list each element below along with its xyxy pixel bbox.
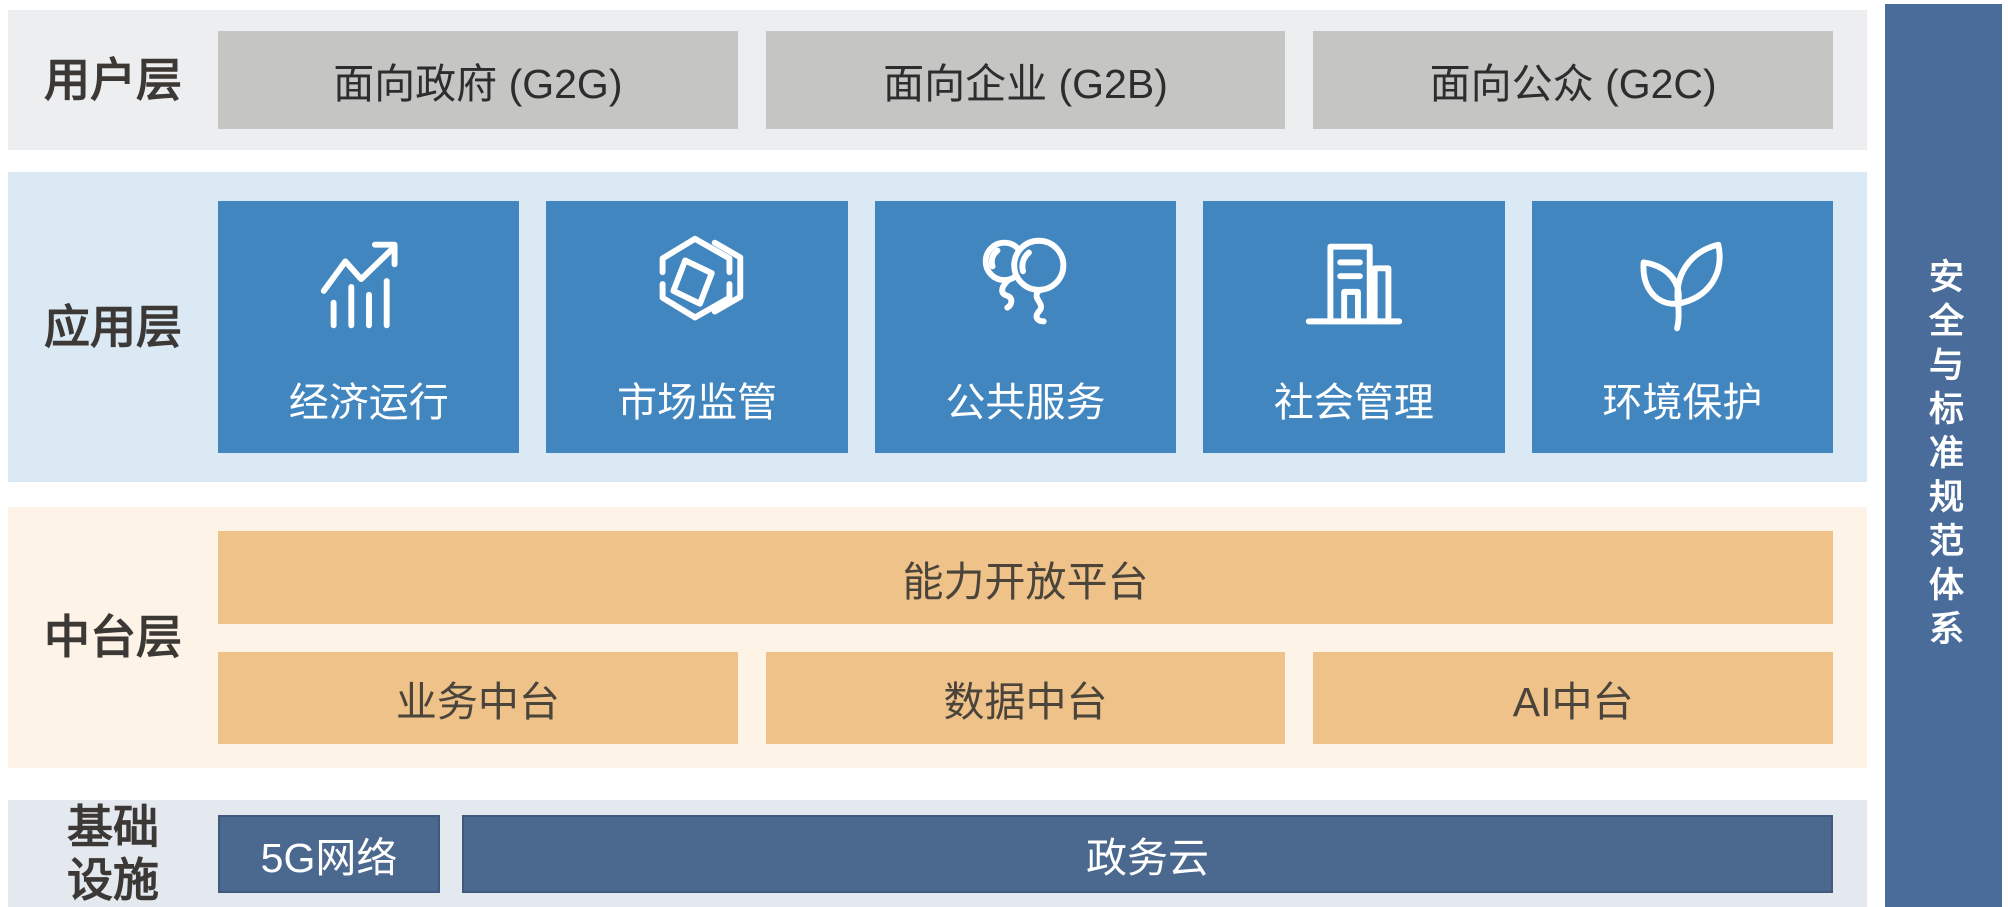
user-layer-label: 用户层 xyxy=(44,53,182,106)
economy-app-box: 经济运行 xyxy=(218,201,520,453)
application-layer-label: 应用层 xyxy=(44,300,182,353)
app-box-label: 经济运行 xyxy=(288,381,449,425)
security-standards-sidebar: 安全与标准规范体系 xyxy=(1885,4,2002,907)
app-box-label: 公共服务 xyxy=(945,381,1106,425)
user-layer-band: 用户层 面向政府 (G2G) 面向企业 (G2B) 面向公众 (G2C) xyxy=(8,10,1867,150)
infrastructure-layer-content: 5G网络 政务云 xyxy=(218,800,1867,907)
app-box-label: 市场监管 xyxy=(617,381,778,425)
application-layer-band: 应用层 经济运行 市 xyxy=(8,172,1867,482)
security-standards-label: 安全与标准规范体系 xyxy=(1924,257,1963,654)
trend-chart-icon xyxy=(320,241,398,329)
data-middle-platform-box: 数据中台 xyxy=(765,652,1286,744)
platform-layer-band: 中台层 能力开放平台 业务中台 数据中台 AI中台 xyxy=(8,507,1867,768)
5g-network-box: 5G网络 xyxy=(218,814,440,893)
environment-app-box: 环境保护 xyxy=(1531,201,1834,453)
capability-platform-box: 能力开放平台 xyxy=(218,531,1833,624)
platform-sub-row: 业务中台 数据中台 AI中台 xyxy=(218,652,1834,744)
g2g-box: 面向政府 (G2G) xyxy=(218,31,738,129)
infrastructure-layer-band: 基础 设施 5G网络 政务云 xyxy=(8,800,1867,907)
leaves-icon xyxy=(1640,241,1723,332)
market-regulation-app-box: 市场监管 xyxy=(546,201,848,453)
app-box-label: 环境保护 xyxy=(1602,381,1763,425)
ai-middle-platform-box: AI中台 xyxy=(1313,652,1834,744)
business-middle-platform-box: 业务中台 xyxy=(218,652,738,744)
gov-cloud-box: 政务云 xyxy=(462,814,1833,893)
hexagon-cube-icon xyxy=(659,235,744,321)
g2b-box: 面向企业 (G2B) xyxy=(765,31,1286,129)
platform-layer-content: 能力开放平台 业务中台 数据中台 AI中台 xyxy=(218,507,1867,768)
user-layer-content: 面向政府 (G2G) 面向企业 (G2B) 面向公众 (G2C) xyxy=(218,10,1867,150)
social-management-app-box: 社会管理 xyxy=(1203,201,1505,453)
infrastructure-layer-label: 基础 设施 xyxy=(67,800,159,906)
application-layer-content: 经济运行 市场监管 xyxy=(218,172,1867,482)
g2c-box: 面向公众 (G2C) xyxy=(1313,31,1834,129)
buildings-icon xyxy=(1305,243,1403,325)
balloons-icon xyxy=(982,237,1066,325)
public-service-app-box: 公共服务 xyxy=(874,201,1177,453)
platform-layer-label: 中台层 xyxy=(44,611,182,664)
app-box-label: 社会管理 xyxy=(1273,381,1434,425)
